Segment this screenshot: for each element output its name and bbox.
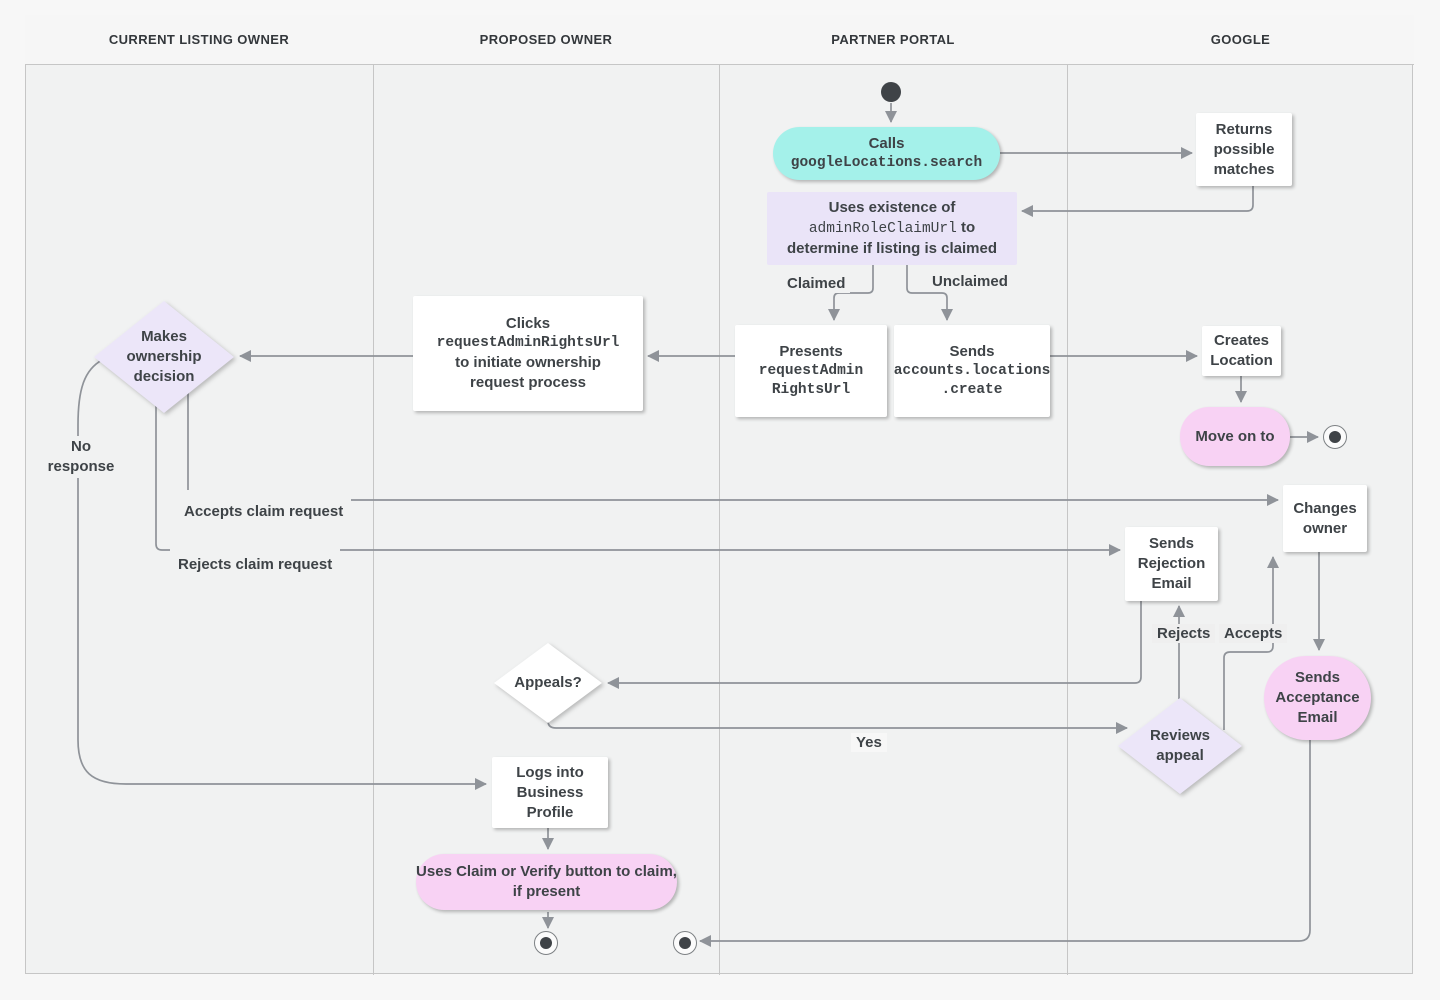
edge-label-no-response: No response [38, 436, 124, 478]
node-label: Calls [868, 135, 905, 152]
node-code: .create [941, 382, 1003, 398]
node-sends-rejection-email: Sends Rejection Email [1125, 527, 1218, 601]
node-returns-possible-matches: Returns possible matches [1196, 113, 1292, 186]
node-label: Creates Location [1210, 332, 1273, 369]
node-label: Sends Acceptance Email [1275, 669, 1360, 726]
node-uses-existence-adminroleclaimurl: Uses existence of adminRoleClaimUrl to d… [767, 192, 1017, 265]
edge-label-claimed: Claimed [782, 274, 851, 293]
node-label: Uses Claim or Verify button to claim, if… [416, 863, 677, 900]
lane-divider [1067, 15, 1068, 975]
end-node-dot [540, 937, 552, 949]
edge-label-rejects-claim-request: Rejects claim request [170, 542, 341, 577]
node-code: requestAdmin [758, 363, 864, 379]
edge-label-unclaimed: Unclaimed [927, 272, 1013, 291]
node-code: requestAdminRightsUrl [436, 335, 620, 351]
edge-label-accepts-claim-request: Accepts claim request [176, 490, 352, 524]
node-code: googleLocations.search [790, 155, 983, 171]
node-sends-accounts-locations-create: Sends accounts.locations .create [894, 325, 1050, 417]
node-label: Appeals? [514, 674, 582, 691]
node-creates-location: Creates Location [1202, 326, 1281, 376]
decision-makes-ownership-decision: Makes ownership decision [94, 301, 234, 413]
edge-label-rejects: Rejects [1152, 624, 1216, 643]
lane-header-proposed-owner: PROPOSED OWNER [373, 15, 719, 65]
node-calls-googlelocations-search: Calls googleLocations.search [773, 127, 1000, 180]
lane-divider [719, 15, 720, 975]
node-code: RightsUrl [771, 382, 851, 398]
lane-header-partner-portal: PARTNER PORTAL [719, 15, 1067, 65]
lane-title: GOOGLE [1210, 32, 1271, 47]
node-label: determine if listing is claimed [786, 240, 998, 257]
node-label: Sends [949, 343, 995, 360]
end-node-proposed-owner [534, 931, 558, 955]
lane-title: PARTNER PORTAL [831, 32, 955, 47]
node-label: Reviews appeal [1149, 727, 1211, 764]
node-uses-claim-or-verify-button: Uses Claim or Verify button to claim, if… [416, 854, 677, 910]
lane-divider [373, 15, 374, 975]
lane-title: PROPOSED OWNER [479, 32, 613, 47]
node-logs-into-business-profile: Logs into Business Profile [492, 757, 608, 828]
node-label: Move on to [1195, 427, 1275, 445]
node-move-on-to: Move on to [1180, 407, 1290, 466]
node-label: to initiate ownership [455, 354, 601, 371]
node-changes-owner: Changes owner [1283, 485, 1367, 552]
end-node-google [1323, 425, 1347, 449]
node-label: Returns possible matches [1213, 120, 1275, 178]
node-presents-requestadminrightsurl: Presents requestAdmin RightsUrl [735, 325, 887, 417]
node-sends-acceptance-email: Sends Acceptance Email [1264, 656, 1371, 740]
end-node-partner-portal [673, 931, 697, 955]
node-label: request process [470, 374, 586, 391]
edge-label-yes: Yes [851, 733, 887, 752]
start-node [881, 82, 901, 102]
node-code: adminRoleClaimUrl [808, 221, 957, 237]
node-label: Sends Rejection Email [1137, 535, 1206, 592]
edge-label-accepts: Accepts [1219, 624, 1288, 643]
node-code: accounts.locations [893, 363, 1051, 379]
end-node-dot [679, 937, 691, 949]
node-label: Changes owner [1293, 499, 1357, 537]
node-label: Logs into Business Profile [516, 763, 584, 821]
node-label: Makes ownership decision [126, 328, 202, 385]
decision-appeals: Appeals? [494, 643, 602, 723]
lane-title: CURRENT LISTING OWNER [108, 32, 290, 47]
lane-header-current-listing-owner: CURRENT LISTING OWNER [25, 15, 373, 65]
node-label: Uses existence of [828, 199, 956, 216]
lane-header-google: GOOGLE [1067, 15, 1414, 65]
node-label: to [960, 219, 976, 236]
decision-reviews-appeal: Reviews appeal [1118, 698, 1242, 794]
node-label: Presents [779, 343, 843, 360]
end-node-dot [1329, 431, 1341, 443]
node-clicks-requestadminrightsurl: Clicks requestAdminRightsUrl to initiate… [413, 296, 643, 411]
node-label: Clicks [505, 315, 551, 332]
